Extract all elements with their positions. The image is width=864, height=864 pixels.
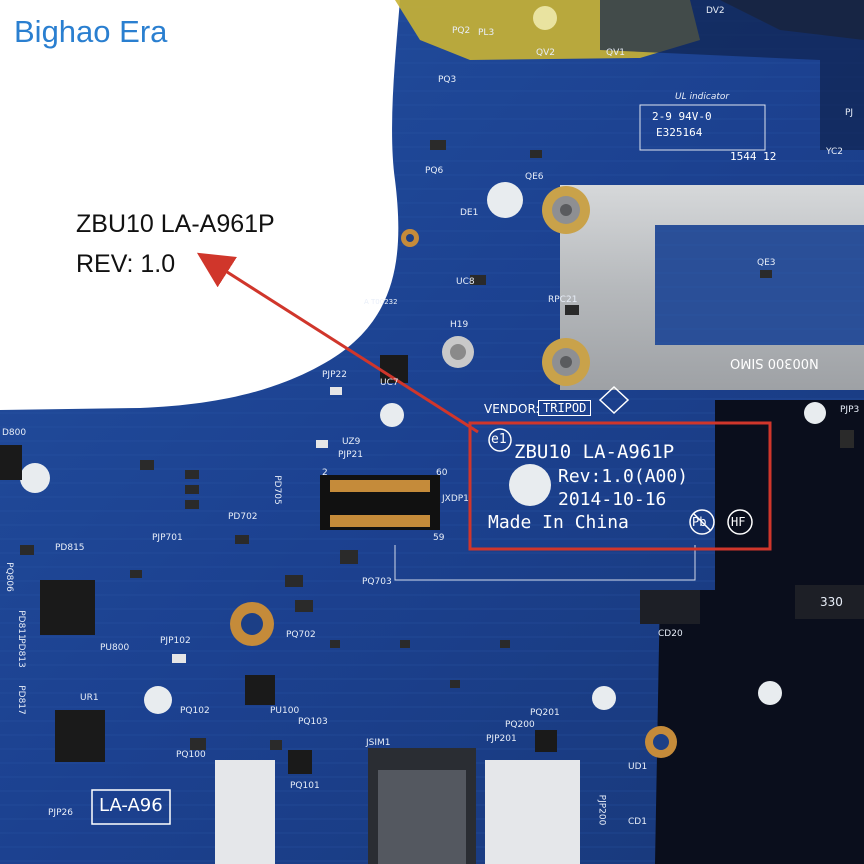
silk-pq3: PQ3: [438, 75, 457, 85]
silk-uz9: UZ9: [342, 437, 361, 447]
silk-date: 2014-10-16: [558, 489, 667, 510]
silk-vendor-name: TRIPOD: [538, 400, 592, 416]
silk-pq103: PQ103: [298, 717, 328, 727]
silk-rpc21: RPC21: [548, 295, 578, 305]
silk-qe3: QE3: [757, 258, 776, 268]
silk-pq806: PQ806: [3, 562, 14, 592]
silk-d800: D800: [2, 428, 27, 438]
silk-yc2: YC2: [826, 147, 844, 157]
silk-pd811: PD811: [15, 610, 26, 640]
silk-de1: DE1: [460, 208, 479, 218]
silk-origin: Made In China: [488, 512, 629, 533]
silk-pq2: PQ2: [452, 26, 471, 36]
silk-pjp22: PJP22: [322, 370, 347, 380]
board-cutout: [0, 0, 400, 410]
silk-revision: Rev:1.0(A00): [558, 466, 689, 487]
silk-jxdp1: JXDP1: [442, 494, 469, 504]
silk-pin60: 60: [436, 468, 448, 478]
silk-pq6: PQ6: [425, 166, 444, 176]
silk-pd705: PD705: [271, 475, 282, 505]
silk-model: ZBU10 LA-A961P: [514, 441, 675, 463]
silk-a-code: A T00232: [364, 298, 398, 306]
silk-jsim1: JSIM1: [366, 738, 391, 748]
silk-board-code: LA-A96: [99, 795, 163, 816]
watermark-text: Bighao Era: [14, 14, 168, 49]
silk-pb-mark: Pb: [692, 515, 707, 529]
silk-ul-code: 1544 12: [730, 150, 777, 163]
silk-pd815: PD815: [55, 543, 85, 553]
silk-rohs-mark: e1: [491, 432, 507, 447]
silk-dv2: DV2: [706, 6, 725, 16]
silk-pu800: PU800: [100, 643, 130, 653]
silk-pin2: 2: [322, 468, 328, 478]
silk-ul-indicator: UL indicator: [675, 92, 730, 102]
silk-pjp26: PJP26: [48, 808, 73, 818]
silk-qe6: QE6: [525, 172, 544, 182]
silk-ul-line1: 2-9 94V-0: [652, 110, 712, 123]
silk-pl3: PL3: [478, 28, 495, 38]
silk-h19: H19: [450, 320, 469, 330]
silk-pq201: PQ201: [530, 708, 560, 718]
silk-cd20: CD20: [658, 629, 683, 639]
silk-pu100: PU100: [270, 706, 300, 716]
silk-pq100: PQ100: [176, 750, 206, 760]
silk-pq703: PQ703: [362, 577, 392, 587]
silk-pjp21: PJP21: [338, 450, 363, 460]
silk-qv2: QV2: [536, 48, 555, 58]
silk-pd813: PD813: [15, 638, 26, 668]
highlight-box: [468, 421, 772, 551]
callout-line-rev: REV: 1.0: [76, 250, 176, 278]
silk-hf-mark: HF: [731, 515, 746, 529]
silk-pin59: 59: [433, 533, 445, 543]
silk-qv1: QV1: [606, 48, 625, 58]
silk-uc7: UC7: [380, 378, 399, 388]
silk-pq101: PQ101: [290, 781, 320, 791]
silk-pq702: PQ702: [286, 630, 316, 640]
silk-pjp102: PJP102: [160, 636, 191, 646]
silk-uc8: UC8: [456, 277, 475, 287]
silk-pjp701: PJP701: [152, 533, 183, 543]
silk-chip-330: 330: [820, 595, 843, 609]
silk-vendor-label: VENDOR:: [484, 402, 540, 416]
callout-line-model: ZBU10 LA-A961P: [76, 210, 275, 238]
silk-pj: PJ: [845, 108, 854, 118]
silk-pd817: PD817: [15, 685, 26, 715]
silk-pq200: PQ200: [505, 720, 535, 730]
silk-pq102: PQ102: [180, 706, 210, 716]
silk-pjp3: PJP3: [840, 405, 860, 415]
silk-pjp201: PJP201: [486, 734, 517, 744]
silk-ud1: UD1: [628, 762, 648, 772]
silk-ul-line2: E325164: [656, 126, 703, 139]
callout-arrow: [196, 252, 479, 434]
silk-cd1: CD1: [628, 817, 647, 827]
silk-pjp200: PJP200: [596, 794, 607, 826]
heatsink: [655, 400, 864, 864]
silk-pd702: PD702: [228, 512, 258, 522]
silk-ur1: UR1: [80, 693, 99, 703]
silk-cpu-code: N00300 SIMO: [730, 355, 819, 370]
